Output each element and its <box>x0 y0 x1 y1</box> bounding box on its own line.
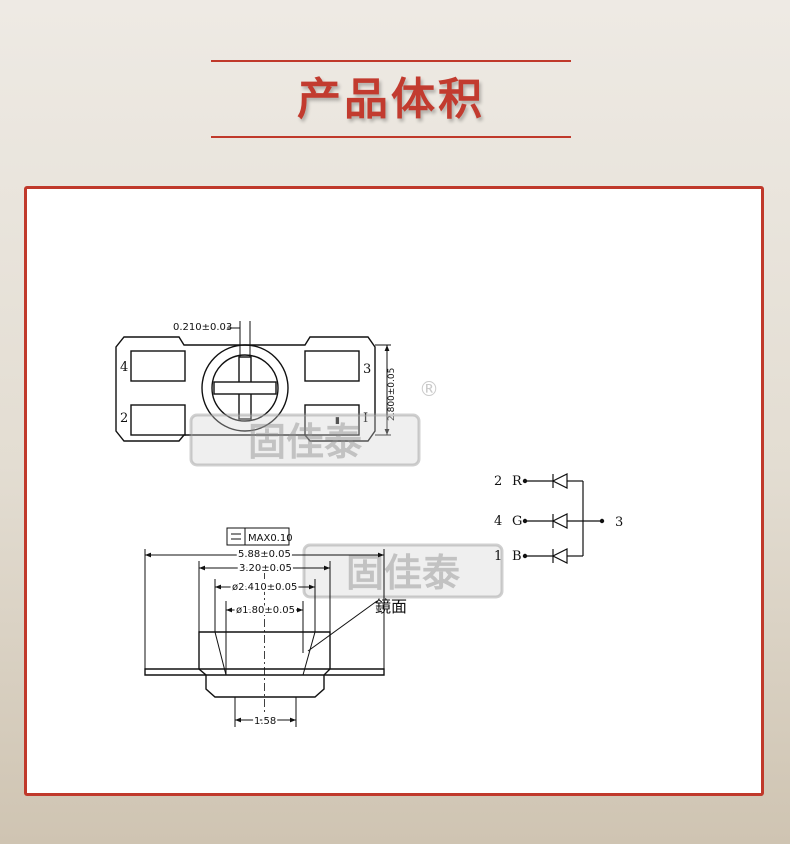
schematic-pin-4: 4 <box>494 514 502 529</box>
pin-label-1: I <box>363 411 368 426</box>
lens-wall-right <box>302 631 316 676</box>
pad-2 <box>130 404 186 436</box>
pad-4 <box>130 350 186 382</box>
schematic-pin-2: 2 <box>494 474 502 489</box>
diode-row-green <box>522 513 601 529</box>
watermark-brand-top: 固佳泰 <box>248 420 363 464</box>
cathode-mark: ▮ <box>335 416 340 426</box>
schematic-color-b: B <box>512 549 522 564</box>
dim-total-text: 5.88±0.05 <box>238 549 291 560</box>
dim-bottom-text: 1.58 <box>254 716 276 727</box>
mirror-leader <box>307 600 378 652</box>
dim-pad-gap-text: 0.210±0.03 <box>173 322 232 333</box>
diode-row-blue <box>522 548 583 564</box>
diode-red-icon <box>551 473 568 489</box>
schematic-color-r: R <box>512 474 523 489</box>
diode-blue-icon <box>551 548 568 564</box>
diode-row-red <box>522 473 583 489</box>
dim-lens-inner-text: ø1.80±0.05 <box>236 605 295 616</box>
pin-label-3: 3 <box>363 362 371 377</box>
lens-cross-horizontal <box>213 381 277 395</box>
body-outline <box>198 631 331 698</box>
pin-label-2: 2 <box>120 411 128 426</box>
flatness-box <box>226 527 290 546</box>
top-view <box>115 321 391 442</box>
side-view <box>144 527 385 727</box>
watermark-logo-side: 固佳泰 <box>302 543 504 599</box>
package-outline <box>115 336 376 442</box>
dim-height-text: 2.800±0.05 <box>387 368 397 421</box>
dim-lens-outer-text: ø2.410±0.05 <box>232 582 297 593</box>
schematic-color-g: G <box>512 514 522 529</box>
common-terminal <box>599 518 605 524</box>
watermark-brand-side: 固佳泰 <box>346 551 461 595</box>
lens-wall-left <box>214 631 227 676</box>
pin-label-4: 4 <box>120 360 128 375</box>
lens-outer-ring <box>201 344 289 432</box>
technical-drawing: 0.210±0.03 2.800±0.05 4 3 2 I ▮ 固佳泰 ® 固佳… <box>115 321 623 729</box>
dim-body-text: 3.20±0.05 <box>239 563 292 574</box>
diode-green-icon <box>551 513 568 529</box>
page-title: 产品体积 <box>297 74 485 125</box>
mirror-label: 鏡面 <box>375 597 407 616</box>
title-rule-top <box>211 60 571 62</box>
schematic <box>522 473 605 564</box>
schematic-pin-1: 1 <box>494 549 502 564</box>
lens-inner-ring <box>211 354 279 422</box>
watermark-registered-top: ® <box>419 377 439 401</box>
drawing-panel: 0.210±0.03 2.800±0.05 4 3 2 I ▮ 固佳泰 ® 固佳… <box>24 186 764 796</box>
pad-3 <box>304 350 360 382</box>
schematic-common-pin: 3 <box>615 515 623 530</box>
flatness-text: MAX0.10 <box>248 533 293 544</box>
title-rule-bottom <box>211 136 571 138</box>
watermark-logo-top: 固佳泰 <box>189 413 421 467</box>
pad-1 <box>304 404 360 436</box>
